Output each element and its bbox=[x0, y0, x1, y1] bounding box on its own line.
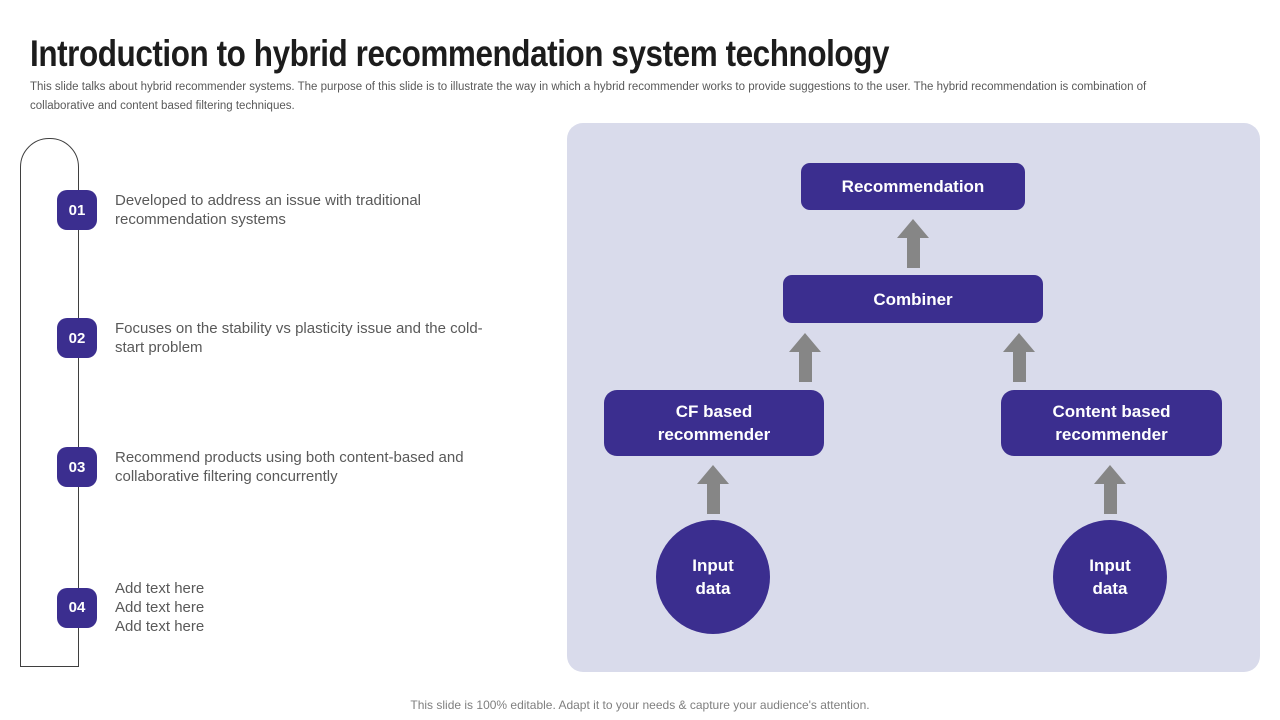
list-item: 04 Add text here Add text here Add text … bbox=[57, 579, 493, 636]
up-arrow-icon bbox=[1094, 465, 1126, 514]
item-number-badge: 03 bbox=[57, 447, 97, 487]
up-arrow-icon bbox=[897, 219, 929, 268]
item-number-badge: 04 bbox=[57, 587, 97, 628]
arrow-head bbox=[697, 465, 729, 484]
list-item: 03 Recommend products using both content… bbox=[57, 447, 493, 487]
arrow-shaft bbox=[906, 238, 920, 268]
node-input-data-right: Input data bbox=[1053, 520, 1167, 634]
node-content-based-recommender: Content based recommender bbox=[1001, 390, 1222, 456]
arrow-shaft bbox=[798, 352, 812, 382]
footer-note: This slide is 100% editable. Adapt it to… bbox=[410, 698, 870, 712]
slide-subtitle: This slide talks about hybrid recommende… bbox=[30, 81, 1147, 112]
list-item: 02 Focuses on the stability vs plasticit… bbox=[57, 318, 493, 358]
arrow-head bbox=[897, 219, 929, 238]
up-arrow-icon bbox=[789, 333, 821, 382]
node-combiner: Combiner bbox=[783, 275, 1043, 323]
item-text: Add text here Add text here Add text her… bbox=[115, 580, 205, 635]
up-arrow-icon bbox=[1003, 333, 1035, 382]
item-text: Focuses on the stability vs plasticity i… bbox=[115, 320, 483, 356]
diagram-panel: Recommendation Combiner CF based recomme… bbox=[567, 123, 1260, 672]
item-number-badge: 02 bbox=[57, 318, 97, 358]
arrow-head bbox=[1094, 465, 1126, 484]
node-recommendation: Recommendation bbox=[801, 163, 1025, 210]
item-text: Developed to address an issue with tradi… bbox=[115, 192, 422, 228]
node-input-data-left: Input data bbox=[656, 520, 770, 634]
arrow-shaft bbox=[1103, 484, 1117, 514]
arrow-head bbox=[1003, 333, 1035, 352]
item-number-badge: 01 bbox=[57, 190, 97, 230]
arrow-head bbox=[789, 333, 821, 352]
list-item: 01 Developed to address an issue with tr… bbox=[57, 190, 493, 230]
list-outline-shape bbox=[20, 138, 79, 667]
item-text: Recommend products using both content-ba… bbox=[115, 449, 464, 485]
page-title: Introduction to hybrid recommendation sy… bbox=[30, 33, 890, 74]
node-cf-based-recommender: CF based recommender bbox=[604, 390, 824, 456]
arrow-shaft bbox=[1012, 352, 1026, 382]
arrow-shaft bbox=[706, 484, 720, 514]
up-arrow-icon bbox=[697, 465, 729, 514]
